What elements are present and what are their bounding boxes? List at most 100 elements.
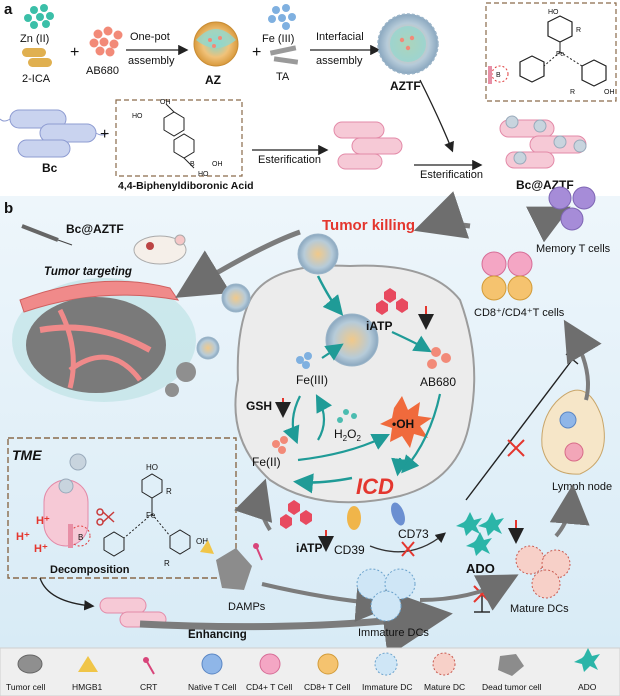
az-particle [193, 21, 239, 67]
ado-icons [456, 512, 504, 556]
legend-item-tumor-cell: Tumor cell [6, 654, 45, 692]
tme-oh: OH [196, 537, 208, 546]
ab680-dots-b [427, 347, 451, 369]
legend-item-ado: ADO [574, 648, 600, 692]
chem-oh-bottom: OH [604, 89, 615, 96]
ester2-label: Esterification [420, 169, 483, 181]
aztf-particle [377, 13, 439, 75]
ester1-label: Esterification [258, 154, 321, 166]
legend-item-hmgb1: HMGB1 [72, 656, 103, 692]
bcaztf-label-b: Bc@AZTF [66, 222, 124, 236]
mature-label: Mature DCs [510, 603, 569, 615]
fe3-label: Fe(III) [296, 373, 328, 387]
tme-b: B [78, 533, 83, 542]
ado-label: ADO [466, 561, 495, 576]
legend-item-immature-dc: Immature DC [362, 652, 413, 692]
ica-pills [22, 48, 52, 67]
hplus-3: H⁺ [34, 543, 48, 555]
bc-bacteria [0, 109, 109, 158]
mature-dcs [515, 545, 571, 599]
tme-fe: Fe [146, 511, 156, 520]
memory-t-label: Memory T cells [536, 243, 611, 255]
gsh-label: GSH [246, 399, 272, 413]
cd8-cd4-cells [481, 251, 533, 301]
aztf-label: AZTF [390, 79, 421, 93]
svg-text:HMGB1: HMGB1 [72, 682, 103, 692]
plus-3: + [100, 126, 109, 143]
bba-box: HO OH B OH HO [115, 99, 243, 178]
tumor-killing-label: Tumor killing [322, 217, 415, 234]
h2o2-label: H2O2 [334, 427, 361, 443]
ab680-dots [89, 26, 123, 57]
panel-a-label: a [4, 1, 13, 18]
bba-ho-2: HO [198, 171, 209, 178]
chem-r-bottom: R [570, 89, 575, 96]
bba-oh-2: OH [212, 161, 223, 168]
fe3-ions [296, 352, 312, 369]
panel-b: b Bc@AZTF Tumor targeting Tumor killing [0, 186, 620, 657]
oh-label: •OH [392, 417, 414, 431]
legend-item-cd8-t: CD8+ T Cell [304, 653, 350, 692]
svg-text:Mature DC: Mature DC [424, 682, 465, 692]
cross-tcell [507, 439, 525, 457]
step1-label: One-pot [130, 31, 170, 43]
damps-label: DAMPs [228, 601, 266, 613]
aztf-nanoparticles-b [196, 233, 379, 367]
decomposition-label: Decomposition [50, 564, 130, 576]
fe-ions [268, 4, 296, 30]
chem-b-a: B [496, 72, 501, 79]
svg-text:CD4+ T Cell: CD4+ T Cell [246, 682, 292, 692]
bba-ho-1: HO [132, 113, 143, 120]
svg-text:Native T Cell: Native T Cell [188, 682, 236, 692]
cd73-receptor [391, 502, 405, 526]
panel-a: a Zn (II) 2-ICA + AB680 One-pot assembly [0, 1, 617, 192]
ta-label: TA [276, 71, 290, 83]
svg-text:ADO: ADO [578, 682, 597, 692]
svg-text:CRT: CRT [140, 682, 157, 692]
tumor-tissue [12, 278, 196, 402]
tme-bacterium [43, 453, 89, 547]
bba-label: 4,4-Biphenyldiboronic Acid [118, 180, 254, 192]
immature-label: Immature DCs [358, 627, 429, 639]
bba-oh-1: OH [160, 99, 171, 106]
cd8cd4-label: CD8⁺/CD4⁺T cells [474, 307, 565, 319]
ta-bars [269, 45, 299, 65]
enhancing-label: Enhancing [188, 629, 247, 641]
plus-2: + [252, 44, 261, 61]
legend-item-crt: CRT [140, 657, 157, 692]
tme-r-2: R [164, 559, 170, 568]
bc-aztf [499, 115, 587, 169]
legend-item-native-t: Native T Cell [188, 653, 236, 692]
lymph-label: Lymph node [552, 481, 612, 493]
mouse-icon [133, 234, 187, 265]
bc-modified [333, 121, 403, 170]
az-label: AZ [205, 73, 221, 87]
cd73-label: CD73 [398, 527, 429, 541]
bacteria-bottom [99, 597, 167, 628]
cd39-label: CD39 [334, 543, 365, 557]
plus-1: + [70, 44, 79, 61]
zn-label: Zn (II) [20, 33, 49, 45]
ab680-label-b: AB680 [420, 375, 456, 389]
zn-ions [24, 4, 54, 29]
legend-item-cd4-t: CD4+ T Cell [246, 653, 292, 692]
icd-label: ICD [356, 474, 394, 499]
tumor-targeting-label: Tumor targeting [44, 266, 132, 278]
chem-structure-box: HO R Fe B R OH [485, 2, 617, 102]
step2b-label: assembly [316, 55, 363, 67]
svg-text:Immature DC: Immature DC [362, 682, 413, 692]
h2o2-drops [337, 409, 357, 423]
hplus-2: H⁺ [16, 531, 30, 543]
svg-text:Tumor cell: Tumor cell [6, 682, 45, 692]
step1b-label: assembly [128, 55, 175, 67]
step2-label: Interfacial [316, 31, 364, 43]
iatp-top-label: iATP [366, 319, 392, 333]
chem-ho-top: HO [548, 9, 559, 16]
iatp-top-icons [376, 288, 408, 315]
legend-item-dead-tumor: Dead tumor cell [482, 654, 542, 692]
ica-label: 2-ICA [22, 73, 51, 85]
tme-ho: HO [146, 463, 158, 472]
lymph-node [541, 389, 605, 475]
syringe-icon [21, 224, 73, 246]
